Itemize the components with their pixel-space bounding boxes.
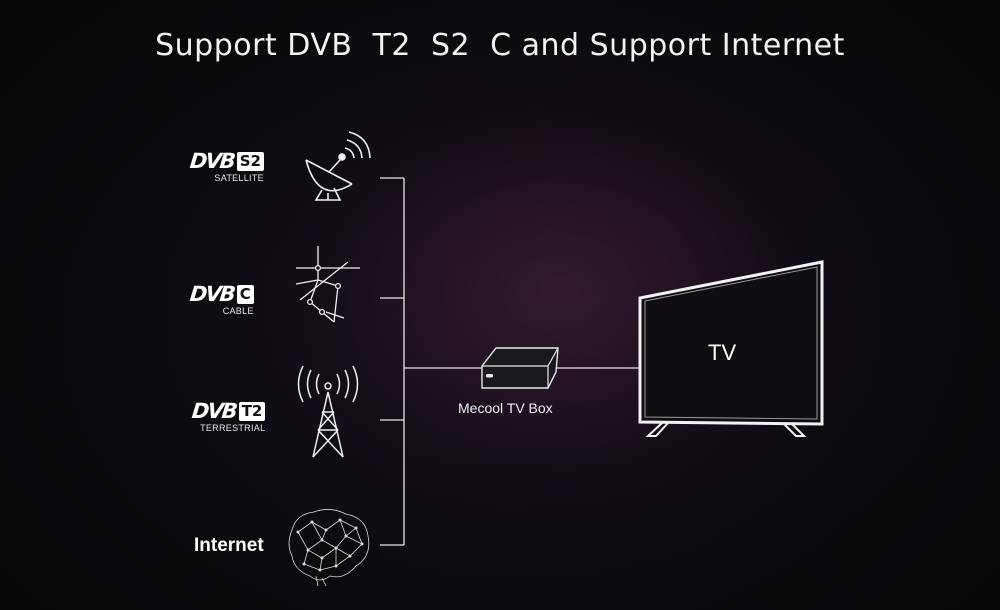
dvb-c-logo: DVB C CABLE	[188, 282, 254, 316]
dvb-t2-badge: T2	[238, 401, 266, 421]
cable-network-icon	[295, 246, 360, 323]
connector-lines	[380, 177, 640, 546]
dvb-s2-badge: S2	[236, 151, 264, 171]
dvb-t2-subtitle: TERRESTRIAL	[200, 423, 266, 433]
dvb-c-logo-text: DVB	[188, 282, 235, 306]
dvb-t2-logo-text: DVB	[190, 399, 237, 423]
dvb-c-badge: C	[236, 284, 254, 304]
dvb-c-subtitle: CABLE	[222, 306, 254, 316]
dvb-s2-logo-text: DVB	[188, 149, 235, 173]
tv-box-label: Mecool TV Box	[458, 400, 553, 416]
internet-label: Internet	[194, 535, 264, 556]
television-icon	[638, 260, 824, 437]
tv-label: TV	[708, 340, 737, 365]
broadcast-tower-icon	[297, 365, 359, 458]
satellite-dish-icon	[305, 131, 371, 201]
tv-box-icon	[481, 347, 559, 389]
dvb-s2-subtitle: SATELLITE	[214, 173, 264, 183]
dvb-t2-logo: DVB T2 TERRESTRIAL	[190, 399, 266, 433]
page-title: Support DVB T2 S2 C and Support Internet	[155, 28, 845, 63]
brain-network-icon	[288, 509, 370, 587]
dvb-s2-logo: DVB S2 SATELLITE	[188, 149, 264, 183]
